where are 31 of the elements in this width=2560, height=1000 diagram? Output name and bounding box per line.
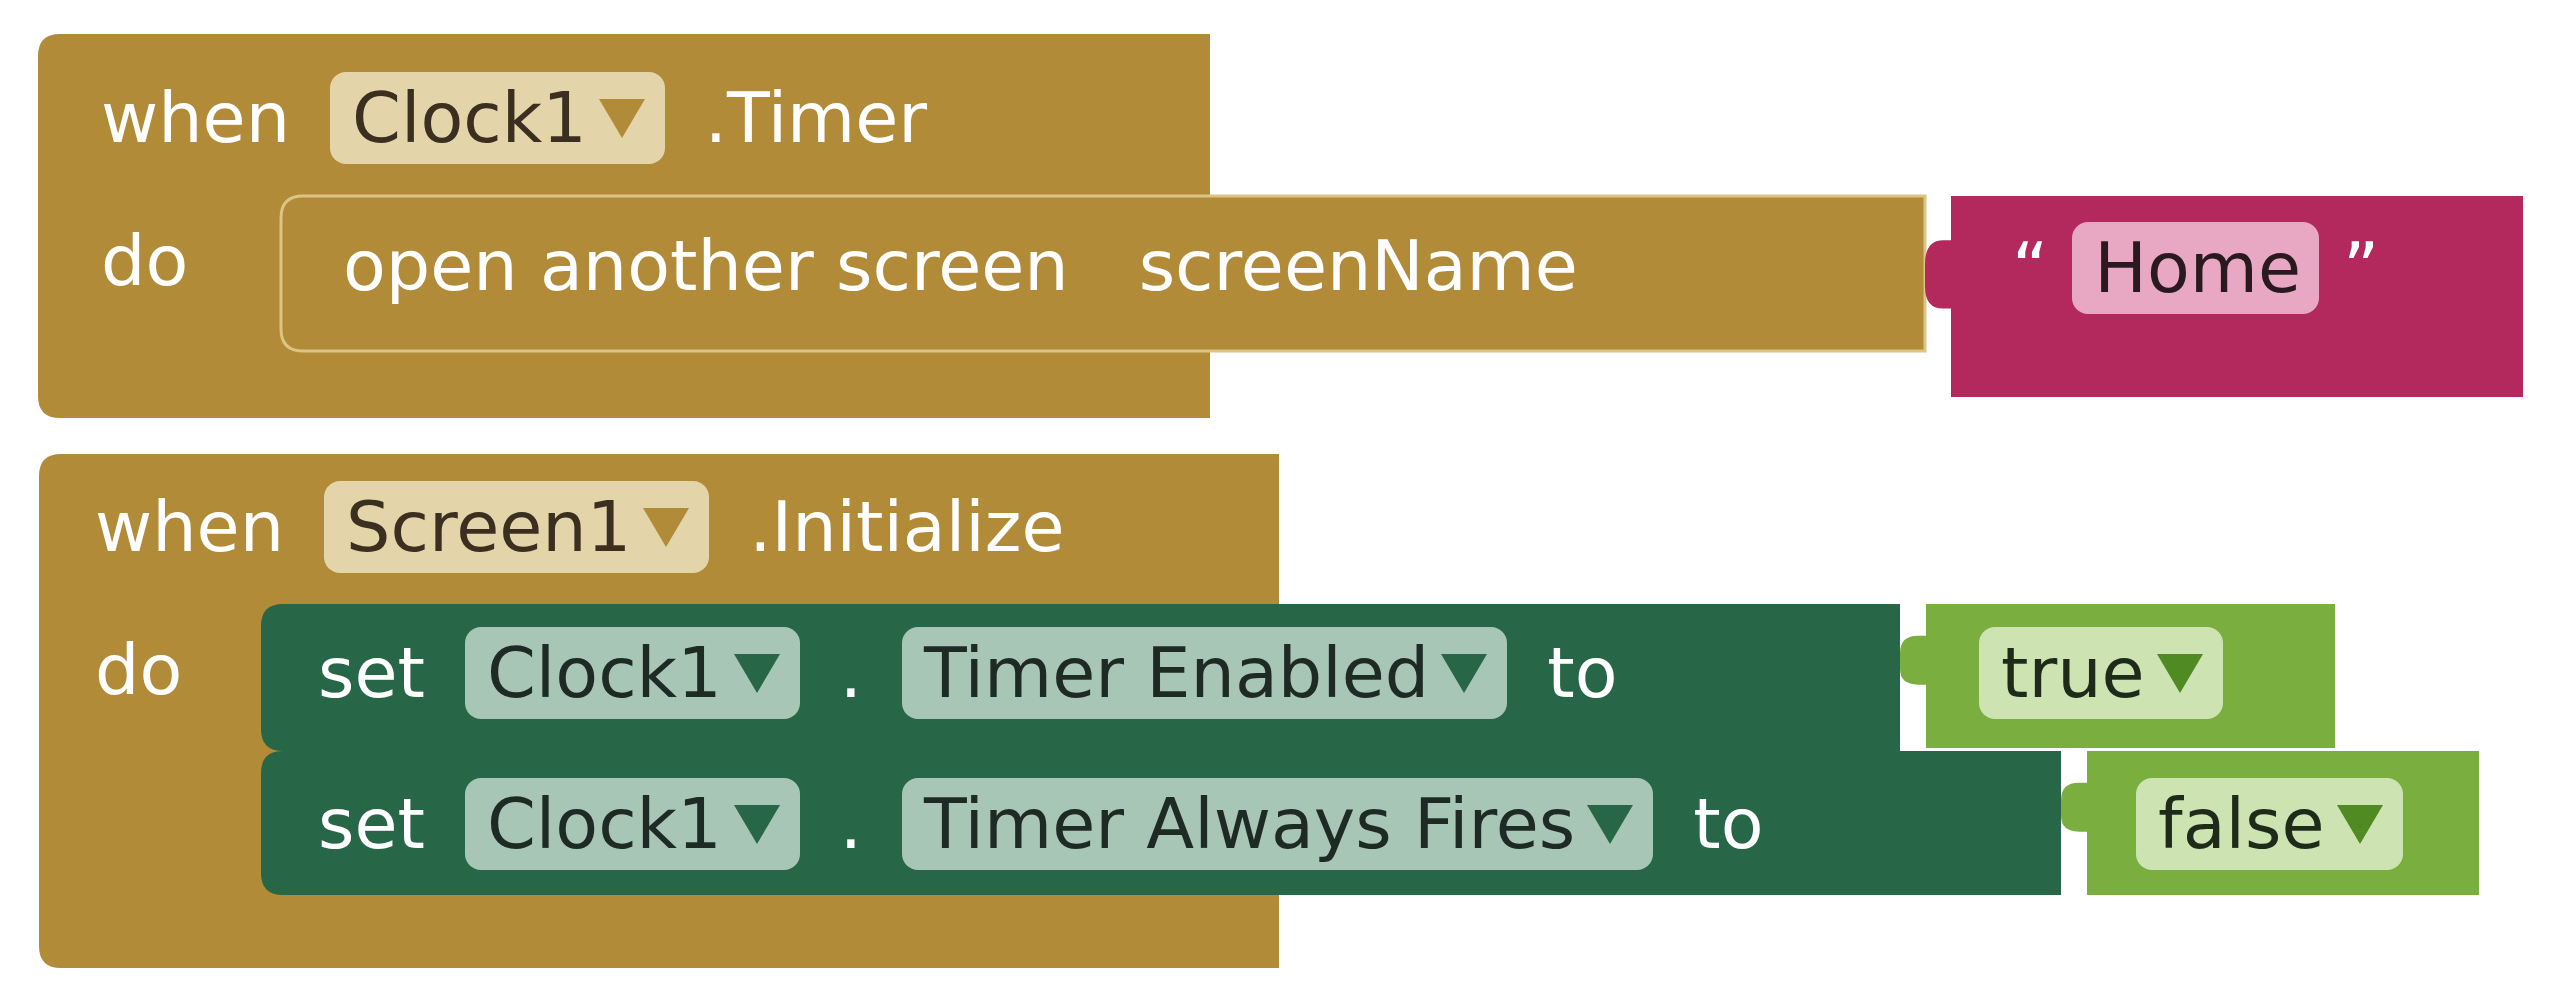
block-label: . <box>839 785 862 863</box>
statement-block <box>281 196 1925 351</box>
text-field: Home <box>2072 222 2319 314</box>
dropdown-field: Screen1 <box>324 481 710 573</box>
setter-block <box>261 604 1900 751</box>
block-label: screenName <box>1138 227 1578 305</box>
dropdown-field: Clock1 <box>330 72 665 164</box>
block-label: ” <box>2343 229 2380 307</box>
dropdown-field: false <box>2136 778 2403 870</box>
block-label: .Initialize <box>749 488 1065 566</box>
dropdown-field: Timer Always Fires <box>901 778 1654 870</box>
block-label: .Timer <box>704 79 928 157</box>
dropdown-field: Clock1 <box>465 778 800 870</box>
block-label: set <box>318 634 425 712</box>
block-label: when <box>95 488 285 566</box>
dropdown-field: Timer Enabled <box>901 627 1508 719</box>
setter-block <box>261 751 2061 895</box>
block-label: do <box>101 222 189 300</box>
block-label: when <box>101 79 291 157</box>
dropdown-field: true <box>1979 627 2223 719</box>
block-label: open another screen <box>343 227 1069 305</box>
text-block <box>1925 196 2523 397</box>
logic-block <box>1900 604 2335 748</box>
block-label: to <box>1547 634 1618 712</box>
block-label: set <box>318 785 425 863</box>
block-label: “ <box>2012 229 2049 307</box>
block-label: . <box>839 634 862 712</box>
block-label: to <box>1693 785 1764 863</box>
dropdown-field: Clock1 <box>465 627 800 719</box>
block-label: do <box>95 631 183 709</box>
logic-block <box>2061 751 2479 895</box>
